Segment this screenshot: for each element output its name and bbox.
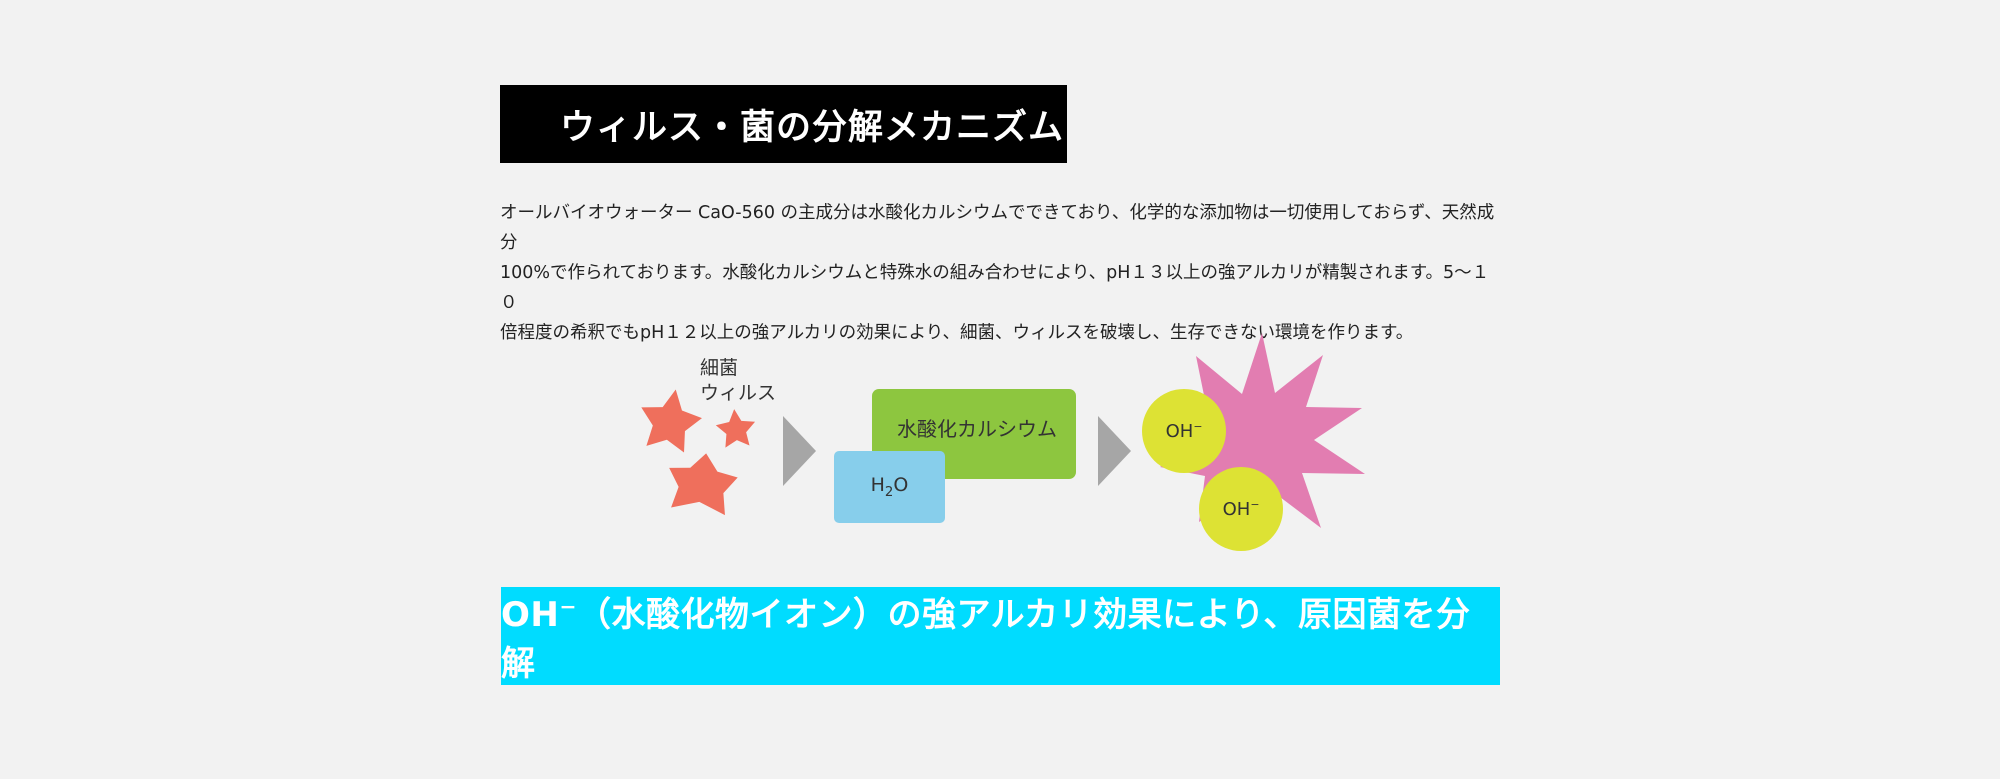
bacteria-virus-label: 細菌 ウィルス xyxy=(700,356,776,406)
arrow-right-icon xyxy=(783,416,816,486)
hydroxide-ion-label: OH− xyxy=(1165,420,1203,442)
bacteria-label: 細菌 xyxy=(700,357,739,379)
calcium-hydroxide-label: 水酸化カルシウム xyxy=(897,417,1057,441)
water-label: H2O xyxy=(870,474,909,500)
summary-banner: OH−（水酸化物イオン）の強アルカリ効果により、原因菌を分解 xyxy=(501,587,1500,685)
description-line-3: 倍程度の希釈でもpH１２以上の強アルカリの効果により、細菌、ウィルスを破壊し、生… xyxy=(500,323,1414,343)
description-paragraph: オールバイオウォーター CaO-560 の主成分は水酸化カルシウムでできており、… xyxy=(500,198,1505,348)
description-line-2: 100%で作られております。水酸化カルシウムと特殊水の組み合わせにより、pH１３… xyxy=(500,263,1490,313)
hydroxide-ion-circle: OH− xyxy=(1199,467,1283,551)
bacteria-star-icon xyxy=(715,409,756,448)
arrow-right-icon xyxy=(1098,416,1131,486)
section-title: ウィルス・菌の分解メカニズム xyxy=(560,107,1065,148)
hydroxide-ion-label: OH− xyxy=(1222,498,1260,520)
virus-label: ウィルス xyxy=(700,382,777,404)
description-line-1: オールバイオウォーター CaO-560 の主成分は水酸化カルシウムでできており、… xyxy=(500,203,1495,253)
summary-text: OH−（水酸化物イオン）の強アルカリ効果により、原因菌を分解 xyxy=(501,594,1471,684)
section-title-bar: ウィルス・菌の分解メカニズム xyxy=(500,85,1067,163)
bacteria-star-icon xyxy=(641,389,702,453)
hydroxide-ion-circle: OH− xyxy=(1142,389,1226,473)
bacteria-star-icon xyxy=(669,453,738,516)
water-box: H2O xyxy=(834,451,945,523)
